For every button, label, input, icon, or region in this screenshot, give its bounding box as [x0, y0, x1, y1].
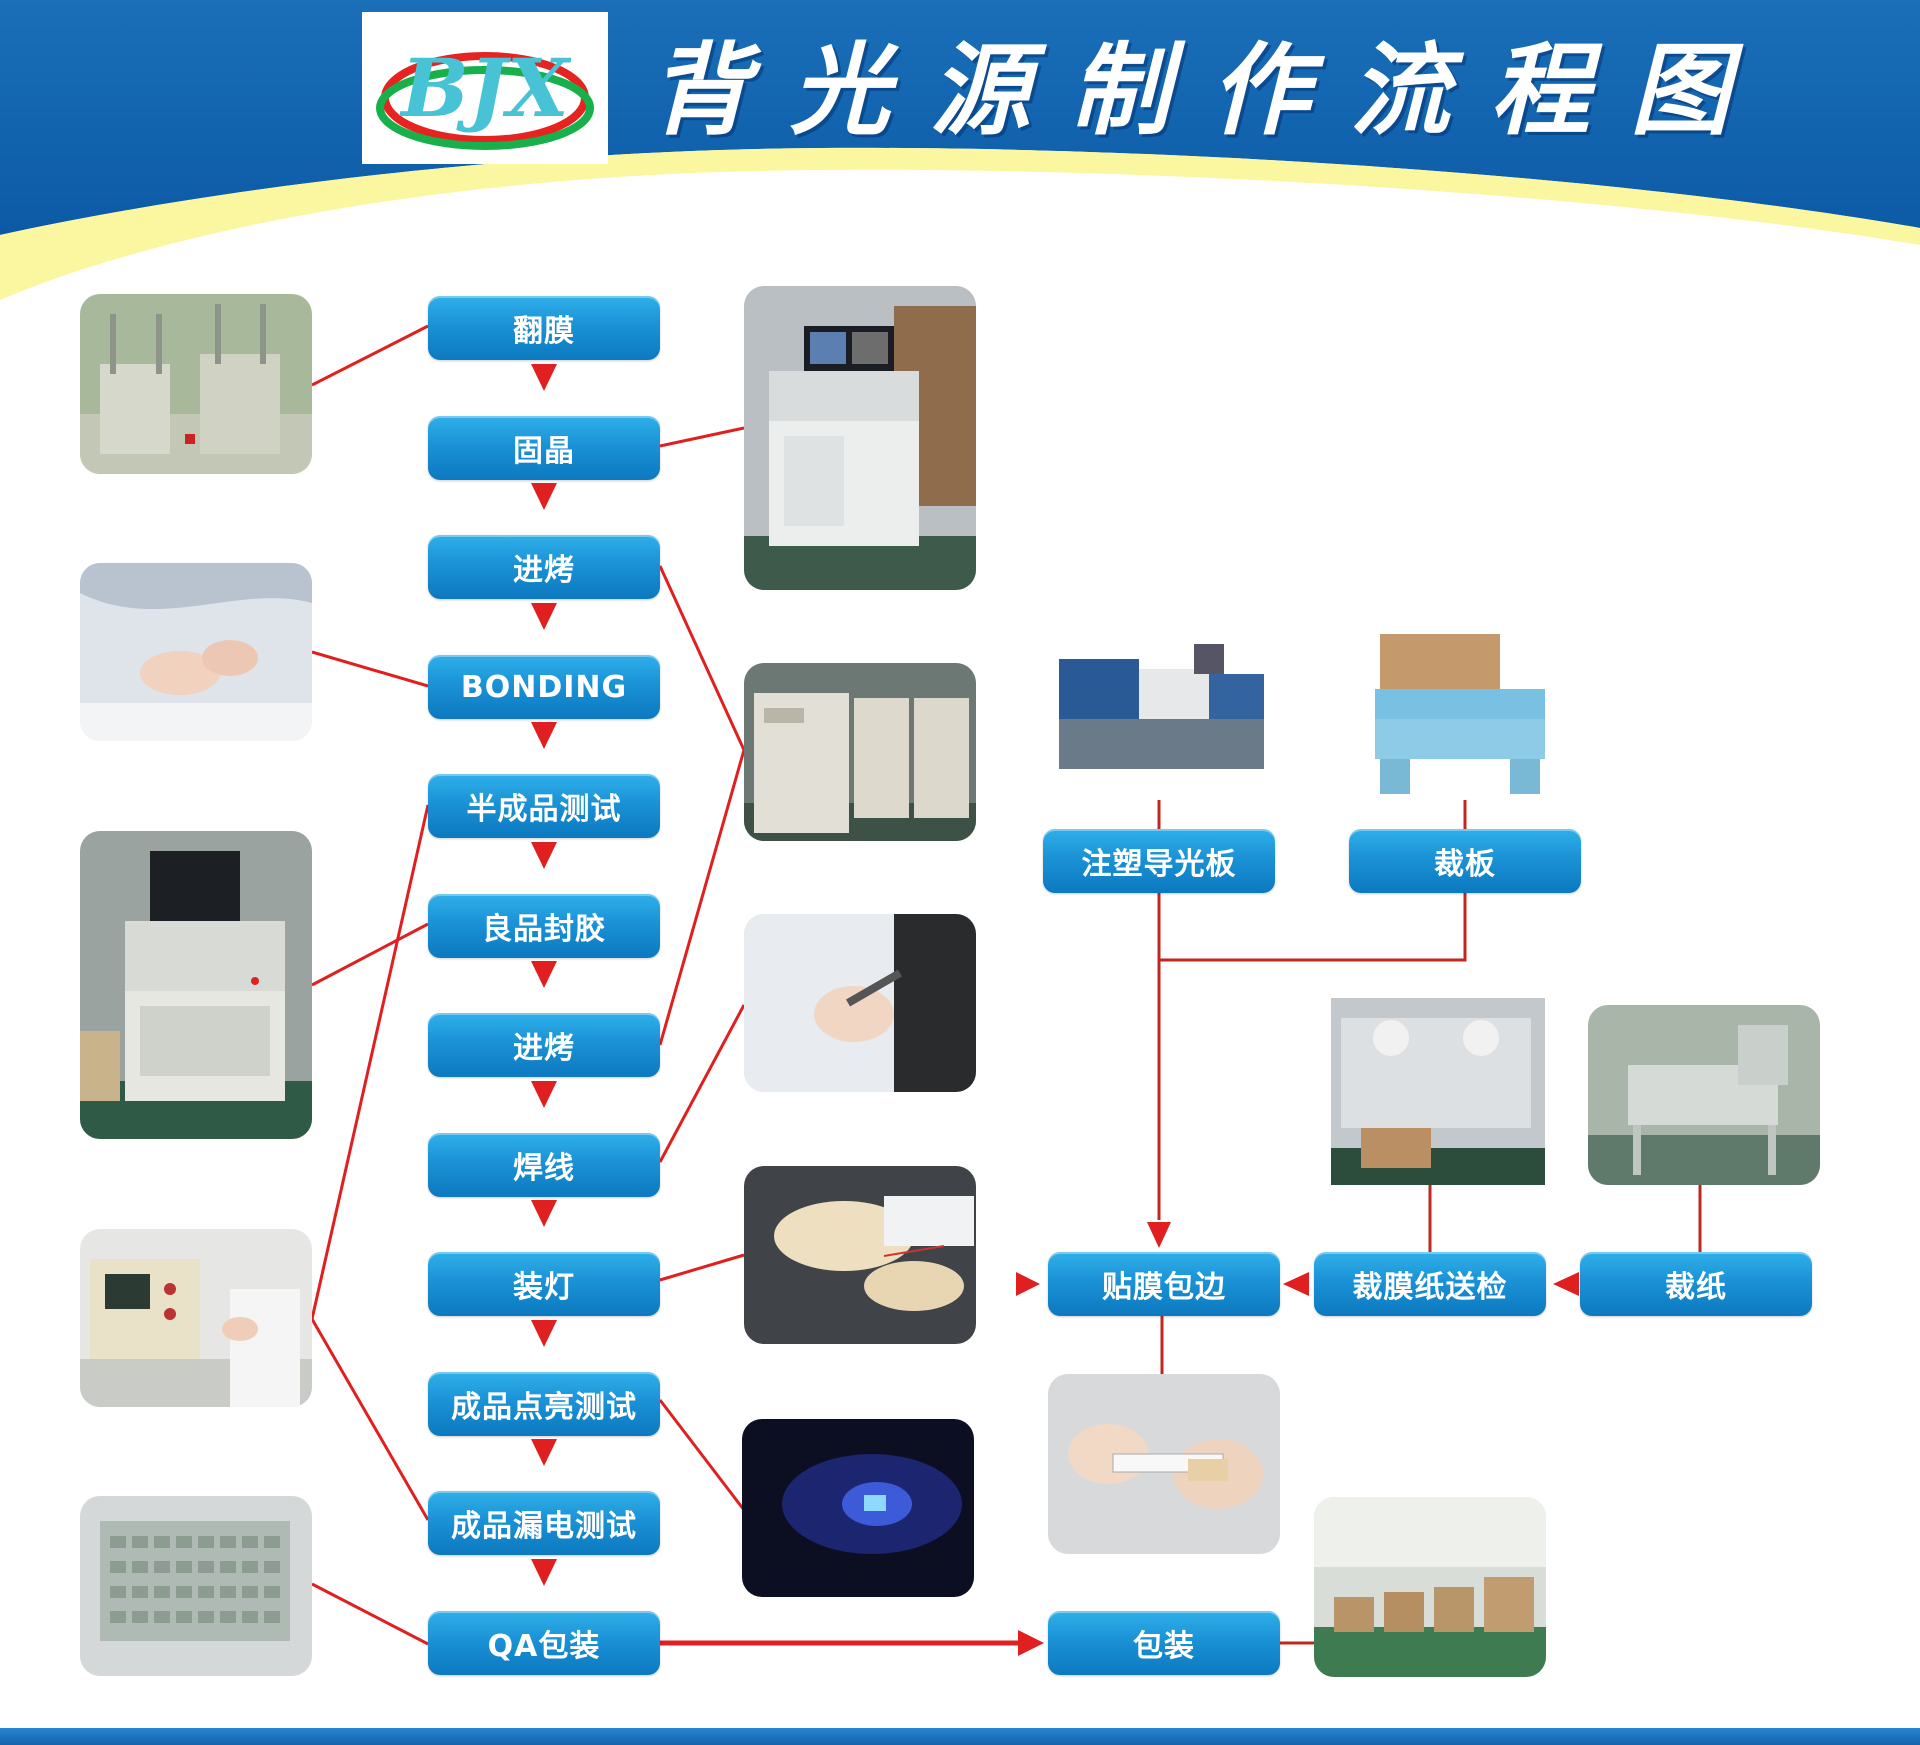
- step-leakage-test[interactable]: 成品漏电测试: [428, 1491, 660, 1555]
- step-wire-soldering[interactable]: 焊线: [428, 1133, 660, 1197]
- photo-wire-soldering: [744, 914, 976, 1092]
- main-column-arrows: [531, 364, 557, 1586]
- step-cut-film-inspect[interactable]: 裁膜纸送检: [1314, 1252, 1546, 1316]
- photo-bonding-work: [80, 563, 312, 741]
- photo-qa-packed-trays: [80, 1496, 312, 1676]
- photo-link-lines: [310, 324, 746, 1646]
- qa-to-packaging-arrow: [660, 1630, 1044, 1656]
- photo-film-lamination: [1048, 1374, 1280, 1554]
- right-flow-lines: [1157, 800, 1702, 1645]
- page-title: 背光源制作流程图: [650, 31, 1770, 149]
- step-glue-sealing[interactable]: 良品封胶: [428, 894, 660, 958]
- step-qa-packing[interactable]: QA包装: [428, 1611, 660, 1675]
- footer-bar: [0, 1728, 1920, 1745]
- step-cut-paper[interactable]: 裁纸: [1580, 1252, 1812, 1316]
- photo-paper-cutter: [1588, 1005, 1820, 1185]
- photo-lamp-assembly: [744, 1166, 976, 1344]
- step-flip-film[interactable]: 翻膜: [428, 296, 660, 360]
- step-semi-finished-test[interactable]: 半成品测试: [428, 774, 660, 838]
- photo-film-flipping-machines: [80, 294, 312, 474]
- step-laminate-edge[interactable]: 贴膜包边: [1048, 1252, 1280, 1316]
- photo-aoi-inspection-machine: [80, 831, 312, 1139]
- step-lamp-assembly[interactable]: 装灯: [428, 1252, 660, 1316]
- photo-laser-cutter: [1350, 629, 1582, 799]
- step-cut-board[interactable]: 裁板: [1349, 829, 1581, 893]
- step-die-bonding[interactable]: 固晶: [428, 416, 660, 480]
- header-banner: BJX 背光源制作流程图: [0, 0, 1920, 300]
- step-injection-lgp[interactable]: 注塑导光板: [1043, 829, 1275, 893]
- right-flow-arrowheads: [1016, 1222, 1579, 1296]
- step-bake-2[interactable]: 进烤: [428, 1013, 660, 1077]
- step-bake-1[interactable]: 进烤: [428, 535, 660, 599]
- photo-lighting-test: [742, 1419, 974, 1597]
- photo-warehouse: [1314, 1497, 1546, 1677]
- company-logo: BJX: [362, 12, 608, 164]
- photo-oven: [744, 663, 976, 841]
- photo-electrical-testing: [80, 1229, 312, 1407]
- photo-die-cutting-machine: [1331, 998, 1545, 1185]
- photo-injection-molding-machine: [1044, 629, 1276, 789]
- step-bonding[interactable]: BONDING: [428, 655, 660, 719]
- logo-text: BJX: [399, 41, 571, 135]
- step-packaging[interactable]: 包装: [1048, 1611, 1280, 1675]
- photo-die-bonder-machine: [744, 286, 976, 590]
- logo-icon: BJX: [376, 41, 594, 150]
- step-lighting-test[interactable]: 成品点亮测试: [428, 1372, 660, 1436]
